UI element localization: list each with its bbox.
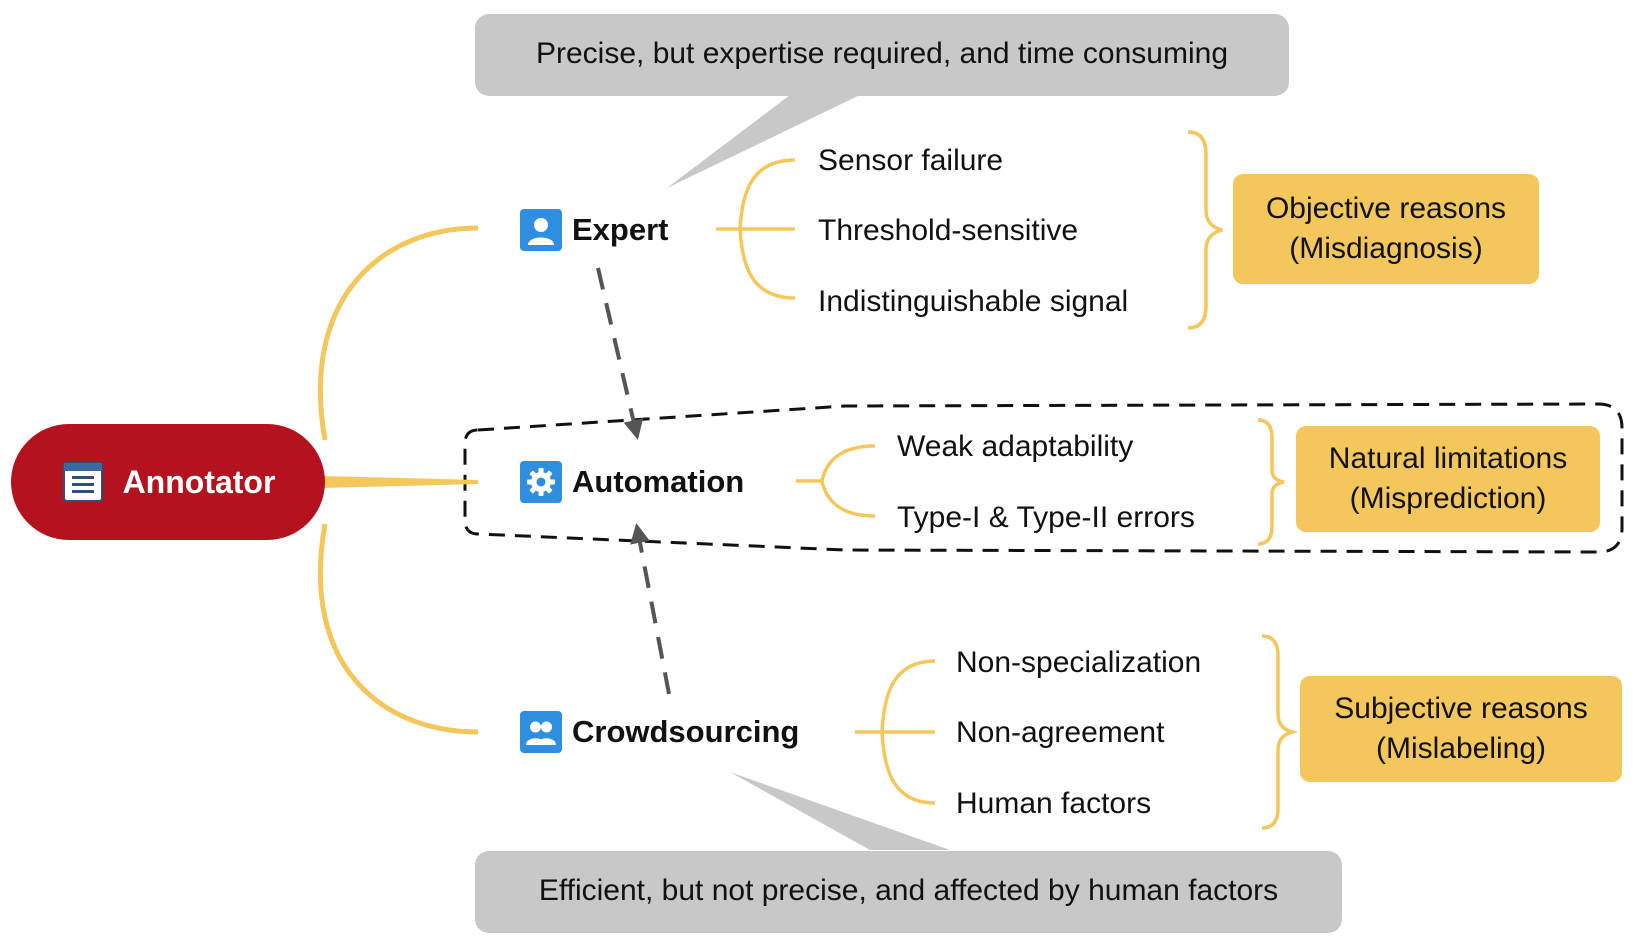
reason-title: Objective reasons bbox=[1265, 192, 1507, 225]
reason-title: Subjective reasons bbox=[1334, 692, 1588, 725]
reason-box-natural: Natural limitations (Misprediction) bbox=[1296, 426, 1600, 532]
issue-item: Human factors bbox=[956, 787, 1152, 820]
expert-reason-brace bbox=[1187, 130, 1223, 330]
annotator-node-expert: Expert bbox=[520, 209, 668, 251]
gear-icon bbox=[520, 461, 562, 503]
automation-reason-brace bbox=[1257, 418, 1285, 546]
bottom-callout: Efficient, but not precise, and affected… bbox=[475, 851, 1342, 933]
crowdsourcing-to-automation-arrow bbox=[630, 523, 671, 695]
notepad-icon bbox=[62, 462, 103, 502]
branch-root-to-crowdsourcing bbox=[317, 523, 479, 735]
reason-subtitle: (Mislabeling) bbox=[1375, 732, 1547, 765]
user-icon bbox=[520, 209, 562, 251]
expert-issue-bracket bbox=[738, 158, 796, 300]
bottom-callout-pointer bbox=[730, 772, 950, 850]
issue-item: Type-I & Type-II errors bbox=[897, 501, 1195, 534]
users-icon bbox=[520, 711, 562, 753]
branch-root-to-expert bbox=[317, 225, 479, 441]
annotator-label: Automation bbox=[572, 464, 745, 499]
reason-box-subjective: Subjective reasons (Mislabeling) bbox=[1300, 676, 1622, 782]
reason-subtitle: (Misdiagnosis) bbox=[1289, 232, 1483, 265]
bottom-callout-text: Efficient, but not precise, and affected… bbox=[538, 874, 1279, 907]
crowdsourcing-reason-brace bbox=[1261, 634, 1299, 830]
issue-item: Sensor failure bbox=[818, 144, 1004, 177]
root-label: Annotator bbox=[122, 463, 276, 500]
annotator-node-automation: Automation bbox=[520, 461, 744, 503]
expert-to-automation-arrow bbox=[596, 267, 644, 440]
reason-title: Natural limitations bbox=[1328, 442, 1568, 475]
issue-item: Non-specialization bbox=[956, 646, 1202, 679]
annotator-node-crowdsourcing: Crowdsourcing bbox=[520, 711, 799, 753]
reason-box-objective: Objective reasons (Misdiagnosis) bbox=[1233, 174, 1539, 284]
root-node: Annotator bbox=[11, 424, 325, 540]
crowdsourcing-issue-bracket bbox=[880, 659, 936, 805]
automation-issue-bracket bbox=[820, 444, 876, 518]
issue-item: Non-agreement bbox=[956, 716, 1165, 749]
top-callout-text: Precise, but expertise required, and tim… bbox=[535, 37, 1229, 70]
branch-root-to-automation bbox=[322, 476, 478, 488]
issue-item: Threshold-sensitive bbox=[818, 214, 1079, 247]
issue-item: Weak adaptability bbox=[897, 430, 1134, 463]
top-callout: Precise, but expertise required, and tim… bbox=[475, 14, 1289, 96]
annotator-label: Expert bbox=[572, 212, 669, 247]
issue-item: Indistinguishable signal bbox=[818, 285, 1129, 318]
top-callout-pointer bbox=[667, 95, 860, 188]
reason-subtitle: (Misprediction) bbox=[1349, 482, 1547, 515]
annotator-label: Crowdsourcing bbox=[572, 714, 800, 749]
